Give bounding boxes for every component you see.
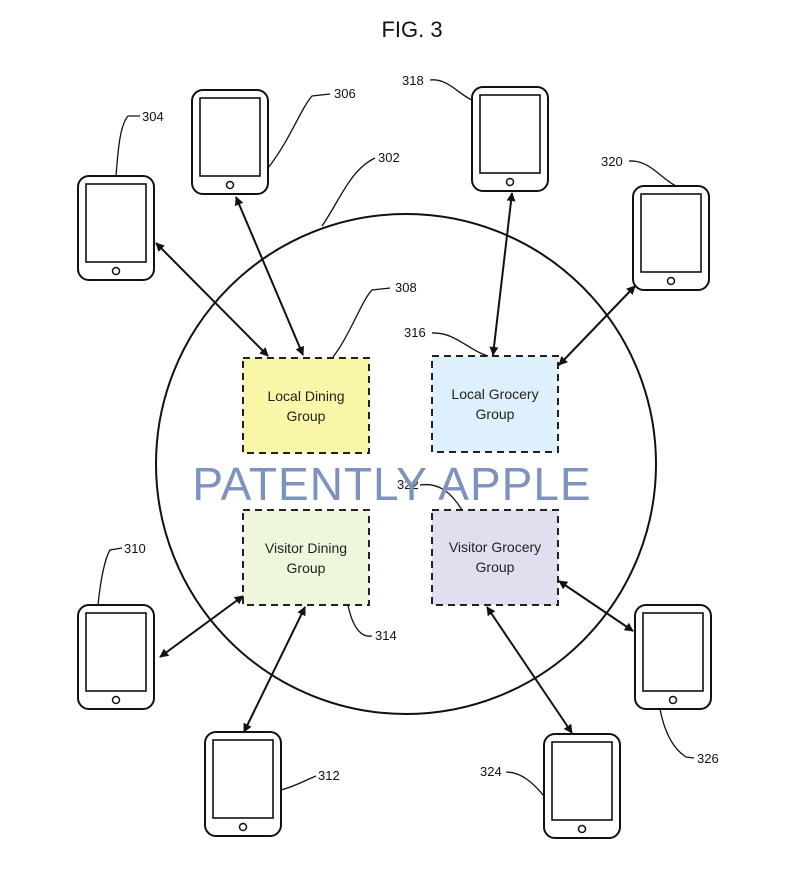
tablet-device-312 — [204, 731, 282, 837]
group-label-line-1: Visitor Dining — [265, 540, 347, 556]
link-304-local-dining — [155, 242, 269, 357]
group-label-line-1: Visitor Grocery — [449, 539, 541, 555]
group-label-line-2: Group — [287, 560, 326, 576]
tablet-device-310 — [77, 604, 155, 710]
group-leader-308 — [332, 287, 391, 358]
tablet-screen — [551, 741, 613, 821]
group-box — [242, 509, 370, 606]
tablet-screen — [479, 94, 541, 174]
device-ref-304: 304 — [142, 109, 164, 124]
group-visitor-dining: Visitor Dining Group — [242, 509, 370, 606]
network-circle — [155, 213, 657, 715]
tablet-screen — [640, 193, 702, 273]
group-box — [431, 355, 559, 453]
group-leader-322 — [419, 483, 463, 511]
link-318-local-grocery — [489, 192, 516, 356]
link-306-local-dining — [235, 196, 304, 356]
group-ref-316: 316 — [404, 325, 426, 340]
tablet-home-button — [111, 695, 121, 705]
group-ref-314: 314 — [375, 628, 397, 643]
watermark-text: PATENTLY APPLE — [192, 458, 591, 510]
tablet-home-button — [225, 180, 235, 190]
device-leader-312 — [280, 775, 317, 791]
tablet-device-326 — [634, 604, 712, 710]
group-visitor-grocery: Visitor Grocery Group — [431, 509, 559, 606]
tablet-screen — [85, 183, 147, 263]
link-310-visitor-dining — [159, 595, 244, 658]
group-local-grocery: Local Grocery Group — [431, 355, 559, 453]
group-box — [431, 509, 559, 606]
network-leader — [321, 157, 376, 227]
device-ref-318: 318 — [402, 73, 424, 88]
tablet-home-button — [111, 266, 121, 276]
device-ref-306: 306 — [334, 86, 356, 101]
tablet-screen — [212, 739, 274, 819]
network-ref: 302 — [378, 150, 400, 165]
tablet-home-button — [668, 695, 678, 705]
link-320-local-grocery — [558, 285, 636, 366]
device-ref-320: 320 — [601, 154, 623, 169]
group-box — [242, 357, 370, 454]
group-label-line-1: Local Dining — [267, 388, 344, 404]
group-ref-322: 322 — [397, 477, 419, 492]
device-leader-304 — [115, 115, 140, 177]
device-ref-324: 324 — [480, 764, 502, 779]
device-leader-324 — [505, 771, 545, 797]
group-ref-308: 308 — [395, 280, 417, 295]
tablet-device-306 — [191, 89, 269, 195]
group-leader-316 — [431, 332, 489, 357]
group-local-dining: Local Dining Group — [242, 357, 370, 454]
tablet-screen — [85, 612, 147, 692]
tablet-screen — [199, 97, 261, 177]
device-leader-306 — [267, 93, 331, 169]
tablet-device-304 — [77, 175, 155, 281]
group-label-line-2: Group — [287, 408, 326, 424]
tablet-device-318 — [471, 86, 549, 192]
tablet-device-320 — [632, 185, 710, 291]
link-324-visitor-grocery — [486, 606, 573, 734]
link-312-visitor-dining — [243, 606, 306, 733]
tablet-home-button — [505, 177, 515, 187]
link-326-visitor-grocery — [558, 580, 634, 632]
device-leader-310 — [97, 547, 123, 606]
device-ref-310: 310 — [124, 541, 146, 556]
tablet-home-button — [238, 822, 248, 832]
tablet-home-button — [577, 824, 587, 834]
group-label-line-1: Local Grocery — [451, 386, 538, 402]
tablet-home-button — [666, 276, 676, 286]
tablet-screen — [642, 612, 704, 692]
device-ref-326: 326 — [697, 751, 719, 766]
figure-title: FIG. 3 — [381, 17, 442, 42]
group-label-line-2: Group — [476, 406, 515, 422]
group-label-line-2: Group — [476, 559, 515, 575]
tablet-device-324 — [543, 733, 621, 839]
device-leader-326 — [659, 708, 695, 759]
device-leader-318 — [429, 79, 473, 101]
device-leader-320 — [628, 160, 677, 187]
group-leader-314 — [347, 604, 373, 637]
device-ref-312: 312 — [318, 768, 340, 783]
